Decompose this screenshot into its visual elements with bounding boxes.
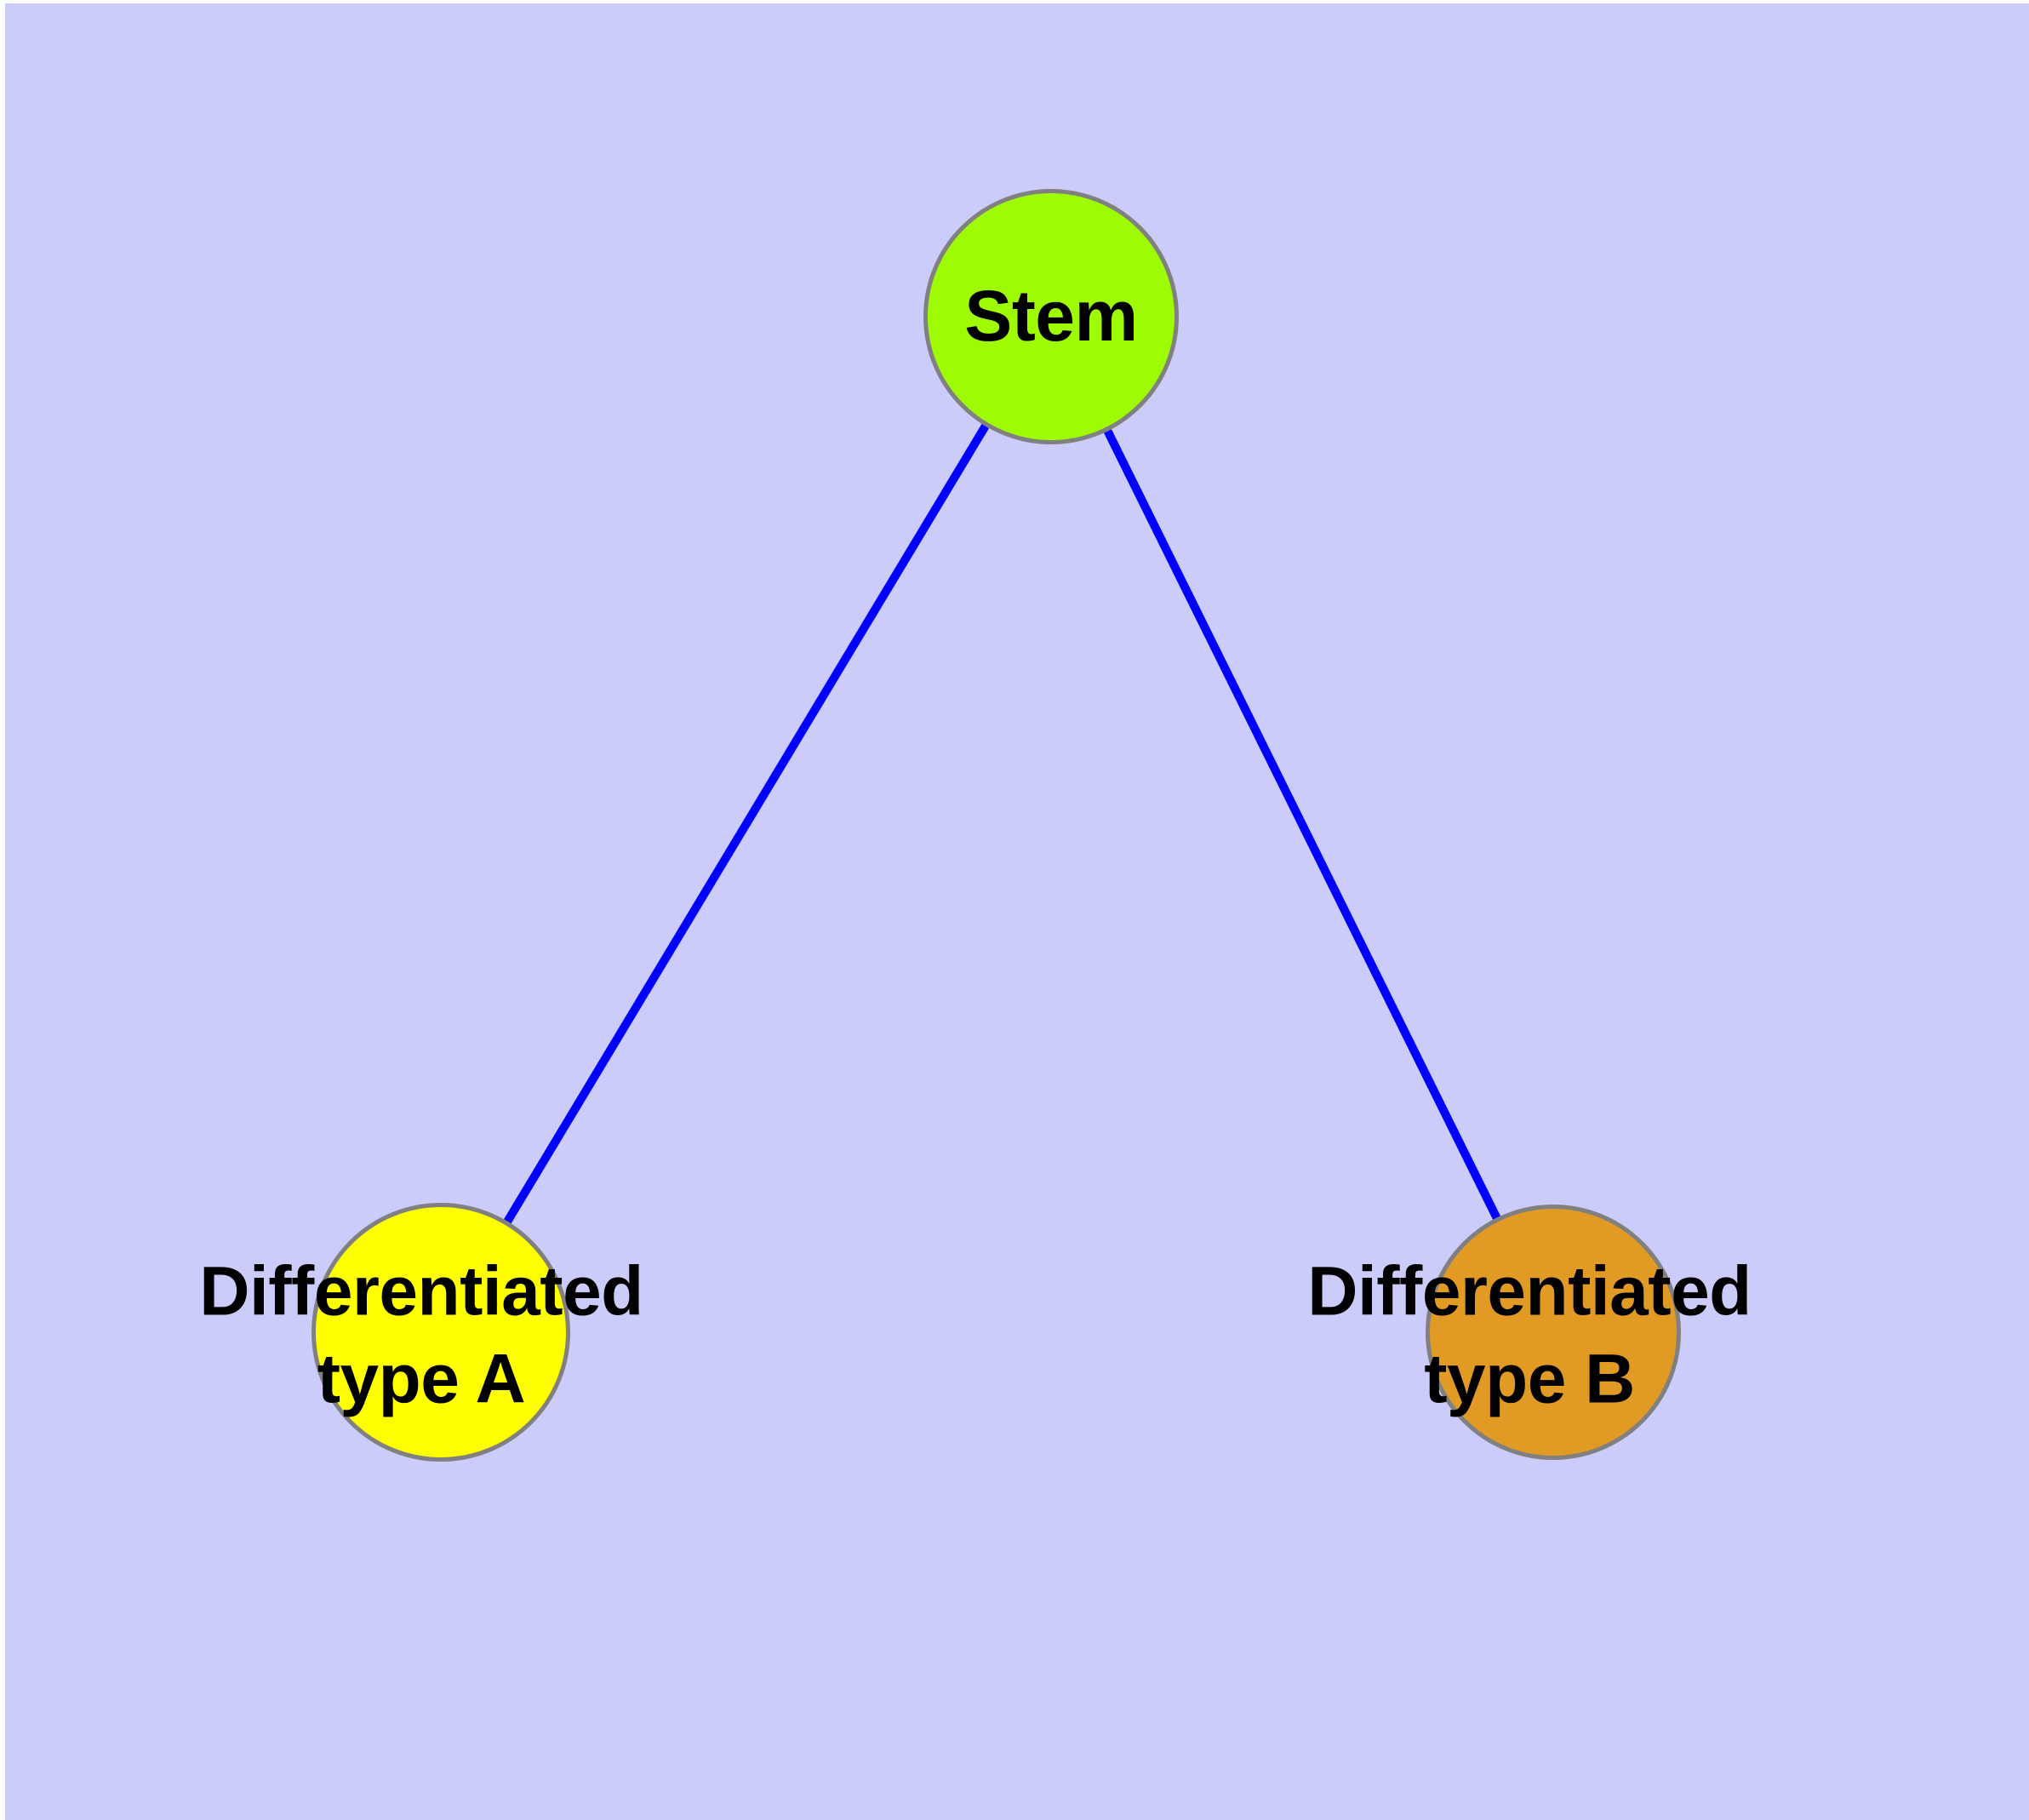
node-circle-stem[interactable] <box>923 189 1179 444</box>
node-circle-diff_b[interactable] <box>1426 1205 1681 1460</box>
edge-stem-diff-a[interactable] <box>504 423 990 1224</box>
node-circle-diff_a[interactable] <box>311 1203 570 1462</box>
edge-layer <box>504 423 1500 1224</box>
node-layer <box>311 189 1681 1462</box>
edge-stem-diff-b[interactable] <box>1104 429 1500 1220</box>
